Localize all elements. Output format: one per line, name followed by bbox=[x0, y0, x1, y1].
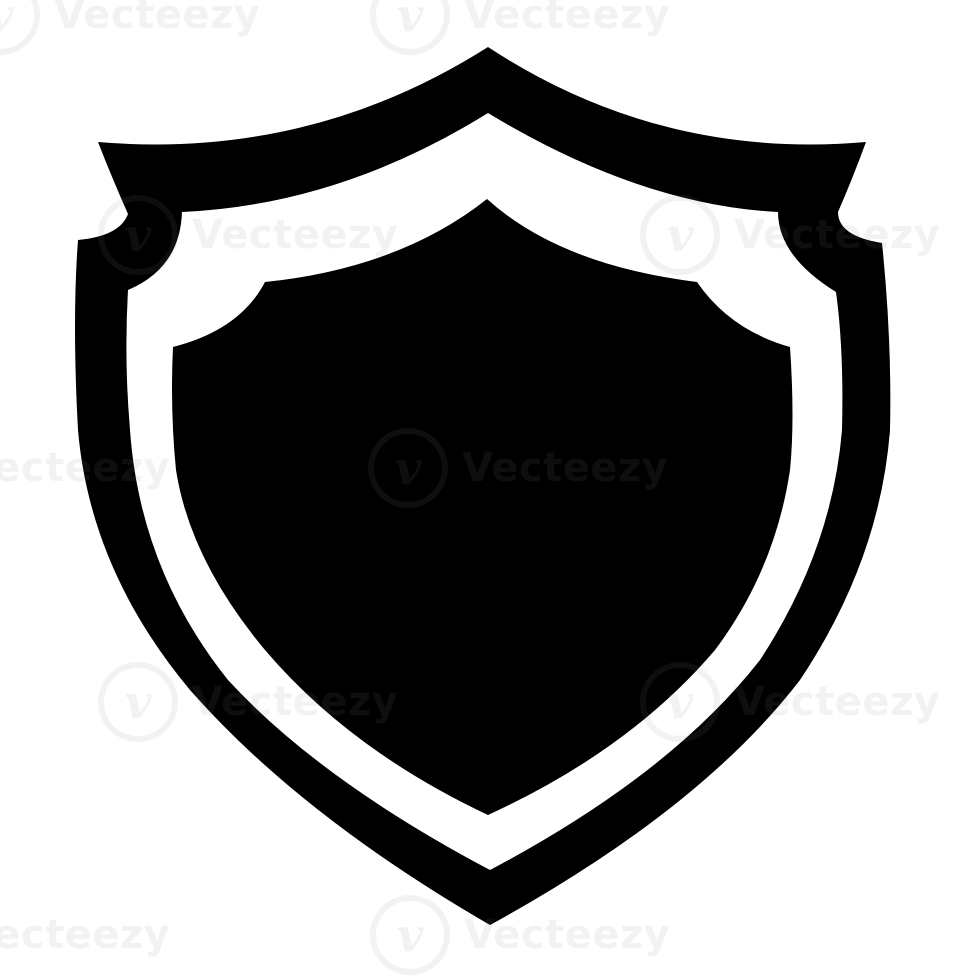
shield-core bbox=[172, 199, 793, 815]
